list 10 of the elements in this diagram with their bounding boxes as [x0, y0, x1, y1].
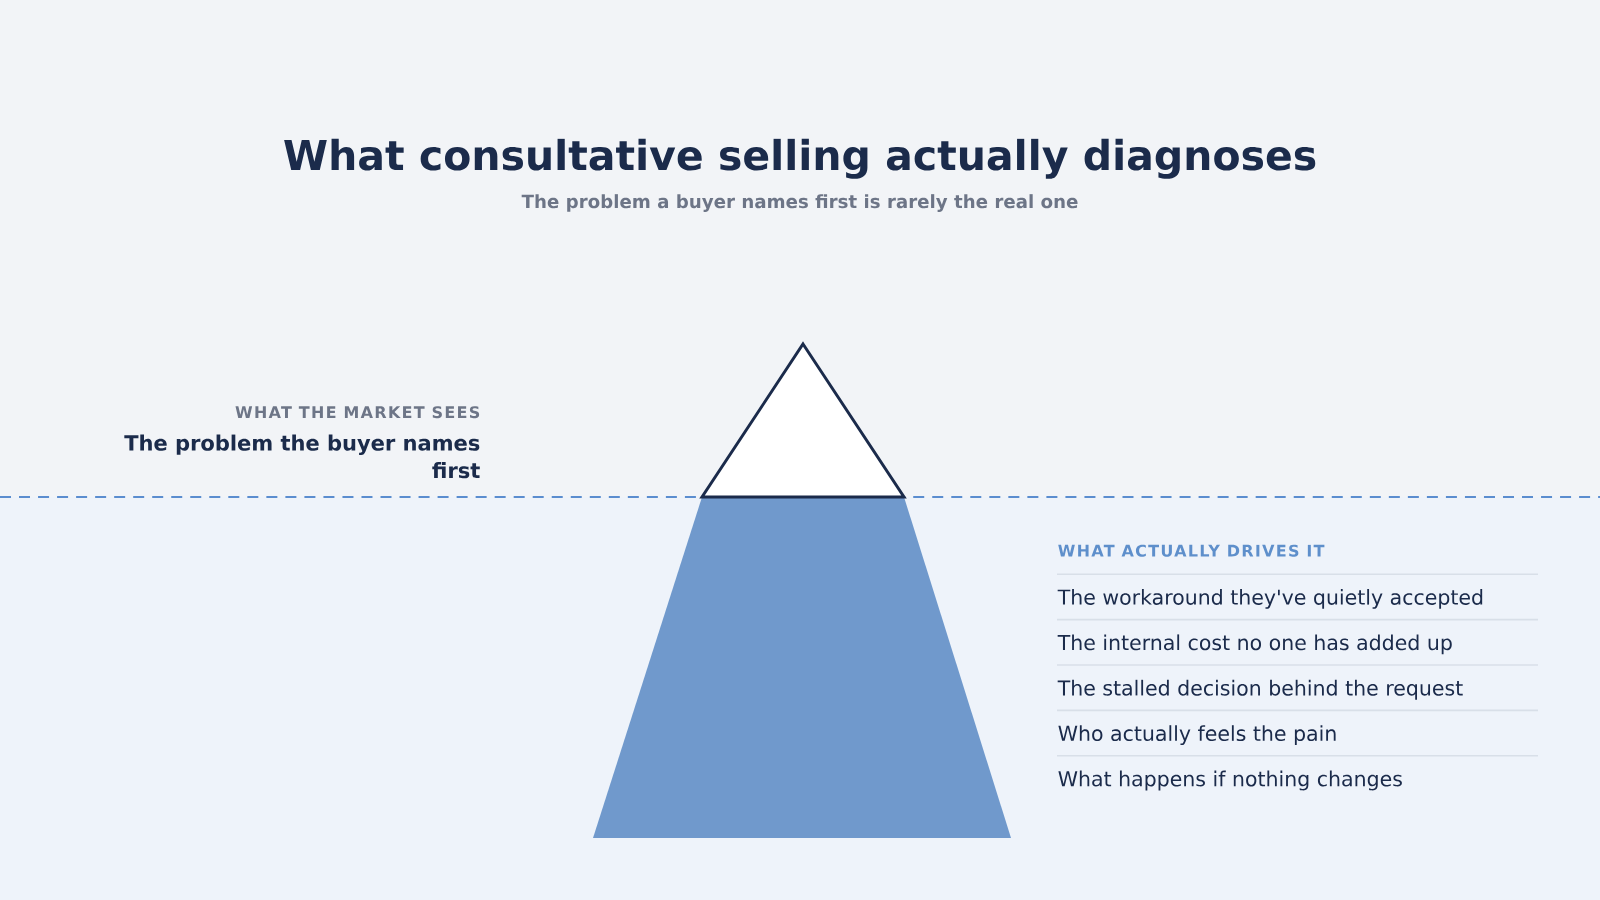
- list-item: The workaround they've quietly accepted: [1057, 589, 1483, 609]
- list-item: What happens if nothing changes: [1058, 770, 1402, 791]
- title: What consultative selling actually diagnoses: [284, 138, 1316, 179]
- list-item: The stalled decision behind the request: [1057, 679, 1463, 700]
- subtitle: The problem a buyer names first is rarely the real one: [521, 194, 1078, 212]
- callout-text: The problem the buyer names first: [124, 434, 480, 479]
- section-heading: WHAT THE MARKET SEES: [235, 406, 480, 419]
- list-item: Who actually feels the pain: [1058, 725, 1336, 746]
- section-heading: WHAT ACTUALLY DRIVES IT: [1058, 544, 1325, 557]
- list-item: The internal cost no one has added up: [1057, 634, 1452, 655]
